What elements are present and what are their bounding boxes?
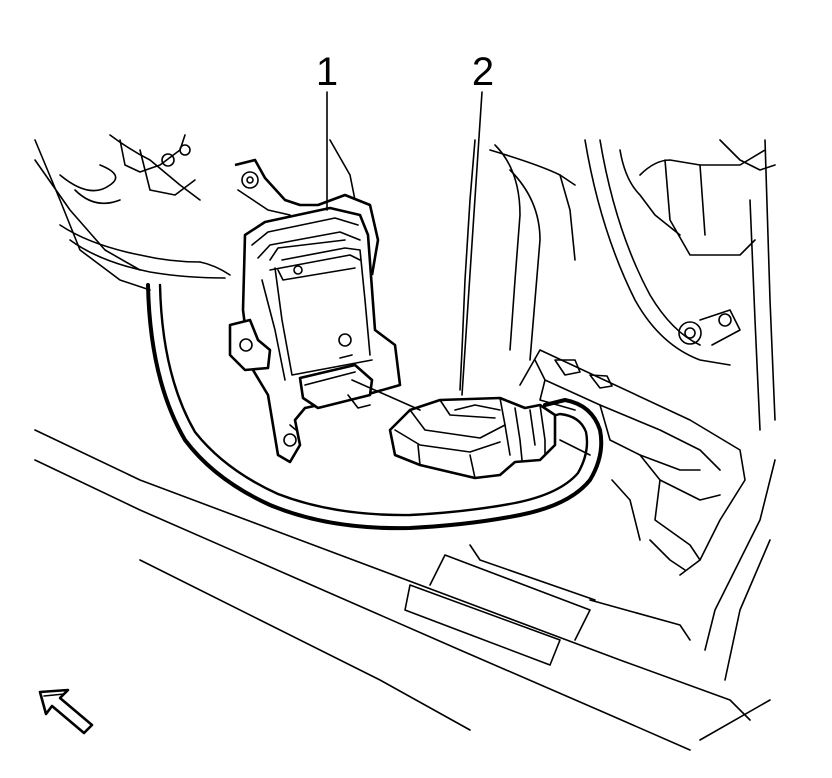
wiring-harness	[146, 283, 604, 531]
leader-line-2	[461, 91, 483, 396]
leader-line-connector	[351, 379, 421, 411]
callout-2-label: 2	[472, 50, 494, 94]
leader-lines	[326, 91, 483, 411]
left-body-panel	[34, 134, 231, 291]
sill-bracket	[519, 349, 746, 576]
callout-1-label: 1	[316, 50, 338, 94]
front-direction-arrow-icon	[38, 688, 94, 735]
connector	[388, 396, 557, 480]
right-door-trim	[584, 139, 776, 431]
floor-panel	[34, 429, 776, 751]
module	[228, 158, 402, 464]
